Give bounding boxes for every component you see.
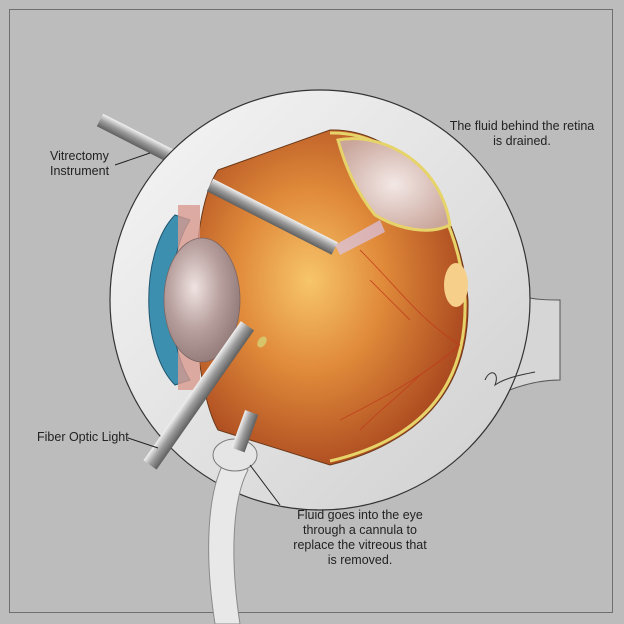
suction-spray: [335, 220, 385, 255]
label-fluid-cannula: Fluid goes into the eye through a cannul…: [270, 508, 450, 568]
infusion-tube: [208, 454, 249, 624]
label-line: Vitrectomy: [50, 149, 109, 163]
label-fluid-drained: The fluid behind the retina is drained.: [432, 119, 612, 149]
label-line: Instrument: [50, 164, 110, 178]
fiber-optic-light: [143, 321, 255, 470]
lens: [163, 237, 241, 363]
label-line: is drained.: [493, 134, 551, 148]
detached-retina: [336, 137, 452, 232]
leader-vitrectomy: [114, 152, 151, 166]
fiber-optic-tip: [257, 336, 267, 348]
label-line: The fluid behind the retina: [449, 119, 595, 133]
label-line: Fluid goes into the eye: [297, 508, 423, 522]
artist-signature: [484, 371, 536, 387]
label-line: replace the vitreous that: [293, 538, 427, 552]
leader-fiber-optic: [127, 437, 159, 449]
label-fiber-optic-light: Fiber Optic Light: [37, 430, 129, 445]
figure-border: [9, 9, 613, 613]
vitrectomy-instrument-tip: [206, 178, 338, 255]
optic-disc: [444, 263, 468, 307]
leader-cannula: [249, 464, 281, 506]
blood-vessels: [339, 249, 461, 431]
label-line: through a cannula to: [303, 523, 417, 537]
label-vitrectomy-instrument: Vitrectomy Instrument: [50, 149, 109, 179]
infusion-cannula: [231, 410, 259, 453]
label-line: Fiber Optic Light: [37, 430, 129, 444]
label-line: is removed.: [327, 553, 393, 567]
